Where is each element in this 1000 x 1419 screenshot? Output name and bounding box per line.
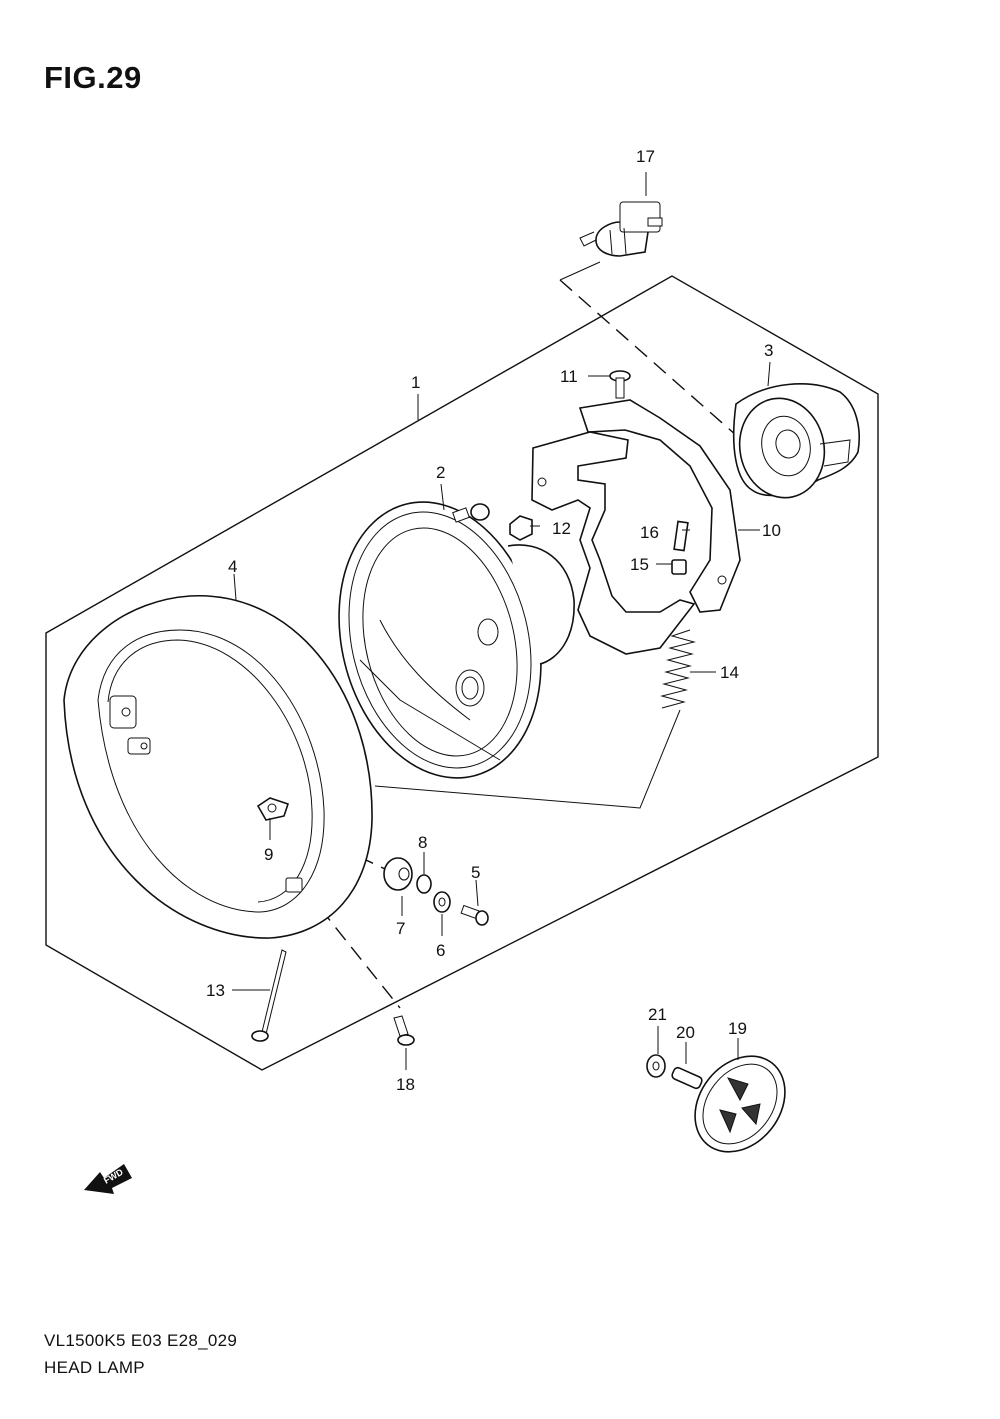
callout-3: 3 [764,341,773,360]
bulb [579,201,663,257]
bracket-screw [609,370,631,399]
callout-4: 4 [228,557,237,576]
callout-16: 16 [640,523,659,542]
callout-11: 11 [560,367,578,386]
callout-18: 18 [396,1075,415,1094]
clip [671,559,687,575]
collar [416,874,432,894]
reflector [694,1055,786,1153]
callout-20: 20 [676,1023,695,1042]
bulb-guide-dash [559,279,763,459]
grommet [383,857,413,891]
callout-6: 6 [436,941,445,960]
pin [673,520,689,552]
headlamp-rim [63,595,373,939]
bulb-guide-line [559,261,601,281]
callout-19: 19 [728,1019,747,1038]
callout-5: 5 [471,863,480,882]
fwd-arrow-icon: FWD [84,1164,132,1194]
long-screw [251,949,287,1042]
spring-guide-line [374,709,681,809]
screw [393,1015,415,1046]
spring [660,629,696,709]
callout-13: 13 [206,981,225,1000]
callout-1: 1 [411,373,420,392]
callout-2: 2 [436,463,445,482]
hex-nut [509,515,533,541]
headlamp-housing [732,383,860,499]
screw-guide-dash [319,907,401,1009]
callout-15: 15 [630,555,649,574]
callout-10: 10 [762,521,781,540]
callout-14: 14 [720,663,739,682]
bolt [460,904,489,926]
headlamp-bracket [531,399,741,655]
callout-9: 9 [264,845,273,864]
callout-7: 7 [396,919,405,938]
callout-21: 21 [648,1005,667,1024]
assembly-outline [45,275,879,1071]
headlamp-unit [338,501,575,779]
model-code: VL1500K5 E03 E28_029 [44,1331,238,1350]
callout-12: 12 [552,519,571,538]
reflector-stud [671,1066,703,1090]
reflector-washer [646,1054,666,1078]
washer [433,891,451,913]
callout-17: 17 [636,147,655,166]
callout-8: 8 [418,833,427,852]
clip-nut [256,797,290,821]
figure-name: HEAD LAMP [44,1358,145,1377]
leader-lines [232,172,771,1070]
figure-title: FIG.29 [44,60,142,95]
